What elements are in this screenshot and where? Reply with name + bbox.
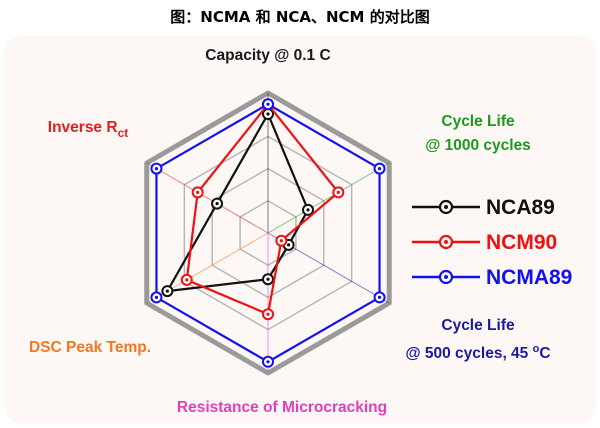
axis-label: Cycle Life: [441, 317, 515, 334]
data-point-dot: [154, 167, 159, 171]
data-point-dot: [266, 360, 270, 364]
radar-spoke: [146, 162, 269, 234]
axis-label: DSC Peak Temp.: [29, 339, 151, 356]
chart-panel: [4, 36, 596, 424]
axis-label: Inverse Rct: [48, 119, 128, 140]
data-point-dot: [215, 202, 219, 206]
legend-marker-dot: [444, 205, 448, 209]
axis-label-line2: @ 500 cycles, 45 oC: [405, 343, 550, 362]
data-point-dot: [266, 102, 270, 106]
axis-label: Capacity @ 0.1 C: [205, 47, 330, 64]
data-point-dot: [266, 277, 270, 281]
data-point-dot: [279, 239, 283, 243]
data-point-dot: [377, 295, 382, 299]
data-point-dot: [377, 167, 382, 171]
data-point-dot: [266, 312, 270, 316]
data-point-dot: [165, 289, 169, 293]
legend-label-NCM90: NCM90: [486, 231, 557, 254]
data-point-dot: [287, 243, 291, 247]
axis-label: Resistance of Microcracking: [177, 399, 387, 416]
axis-label: Cycle Life: [441, 113, 515, 130]
legend-marker-dot: [444, 240, 448, 244]
axis-label-line2: @ 1000 cycles: [425, 137, 531, 154]
legend-label-NCMA89: NCMA89: [486, 266, 572, 289]
radar-spoke: [267, 162, 390, 234]
page-title: 图：NCMA 和 NCA、NCM 的对比图: [170, 8, 430, 26]
data-point-dot: [196, 190, 200, 194]
legend-marker-dot: [444, 275, 448, 279]
data-point-dot: [266, 112, 270, 116]
data-point-dot: [336, 190, 340, 194]
data-point-dot: [185, 278, 189, 282]
data-point-dot: [306, 208, 310, 212]
series-line-NCM90: [185, 102, 340, 316]
data-point-dot: [154, 295, 159, 299]
legend-label-NCA89: NCA89: [486, 196, 555, 219]
